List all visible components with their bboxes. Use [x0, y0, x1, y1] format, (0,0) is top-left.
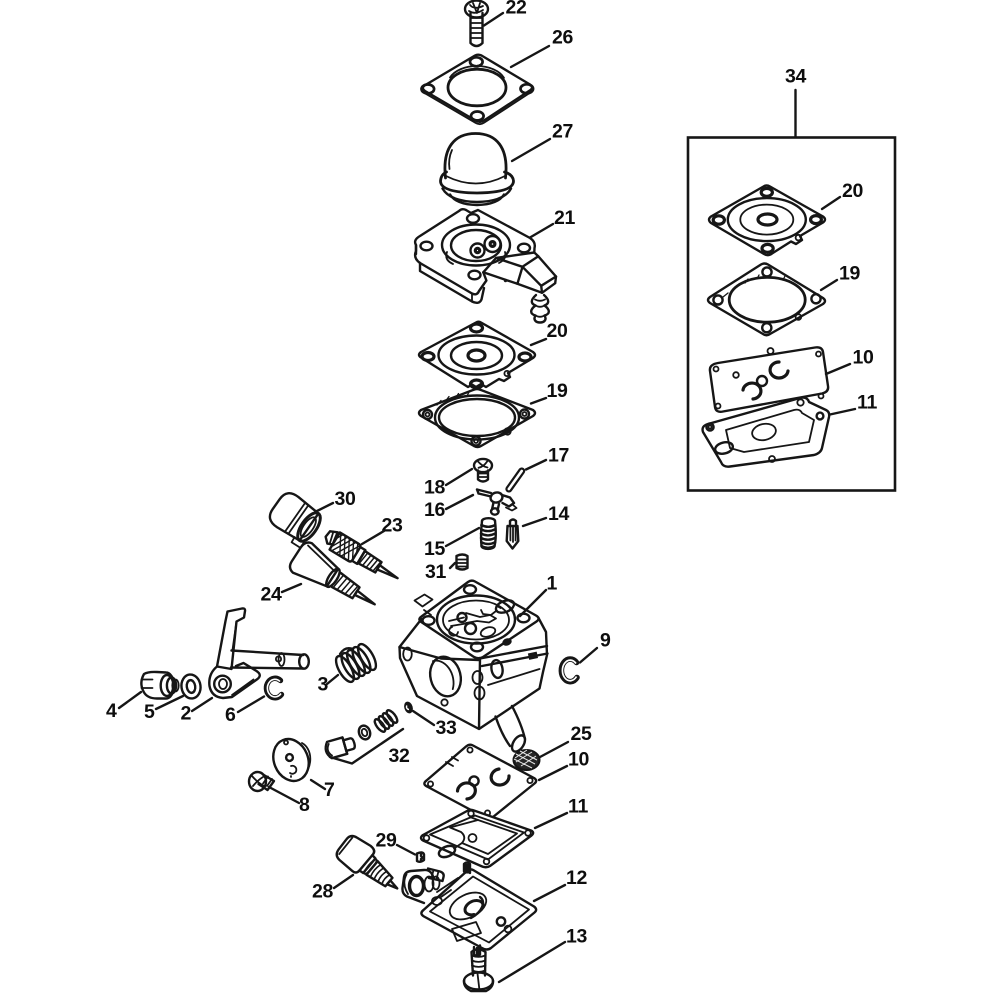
svg-text:25: 25 [571, 723, 593, 745]
svg-text:23: 23 [382, 515, 404, 537]
svg-text:4: 4 [106, 700, 117, 722]
svg-text:5: 5 [144, 701, 155, 723]
svg-text:12: 12 [566, 867, 588, 889]
svg-text:19: 19 [839, 263, 861, 285]
svg-text:33: 33 [436, 717, 458, 739]
svg-text:17: 17 [548, 445, 569, 467]
svg-text:13: 13 [566, 926, 588, 948]
svg-text:14: 14 [548, 503, 570, 525]
svg-text:11: 11 [568, 796, 588, 818]
svg-text:20: 20 [547, 320, 569, 342]
svg-text:15: 15 [424, 538, 446, 560]
svg-text:29: 29 [376, 830, 398, 852]
svg-text:28: 28 [312, 881, 334, 903]
svg-text:27: 27 [552, 121, 573, 143]
svg-text:11: 11 [857, 392, 877, 414]
svg-text:30: 30 [335, 488, 357, 510]
svg-text:32: 32 [389, 745, 411, 767]
svg-text:22: 22 [506, 0, 528, 19]
svg-text:26: 26 [552, 27, 574, 49]
svg-text:7: 7 [324, 779, 335, 801]
svg-text:20: 20 [842, 180, 864, 202]
svg-text:24: 24 [261, 584, 283, 606]
svg-text:8: 8 [299, 794, 310, 816]
svg-text:9: 9 [600, 630, 611, 652]
svg-text:19: 19 [547, 380, 569, 402]
svg-text:1: 1 [547, 573, 558, 595]
svg-text:3: 3 [318, 674, 329, 696]
svg-text:21: 21 [554, 207, 576, 229]
svg-text:10: 10 [853, 347, 875, 369]
svg-text:2: 2 [181, 703, 192, 725]
svg-text:10: 10 [568, 749, 590, 771]
svg-text:6: 6 [225, 704, 236, 726]
svg-text:16: 16 [424, 499, 446, 521]
svg-text:18: 18 [424, 477, 446, 499]
svg-text:31: 31 [425, 561, 447, 583]
svg-text:34: 34 [785, 66, 807, 88]
